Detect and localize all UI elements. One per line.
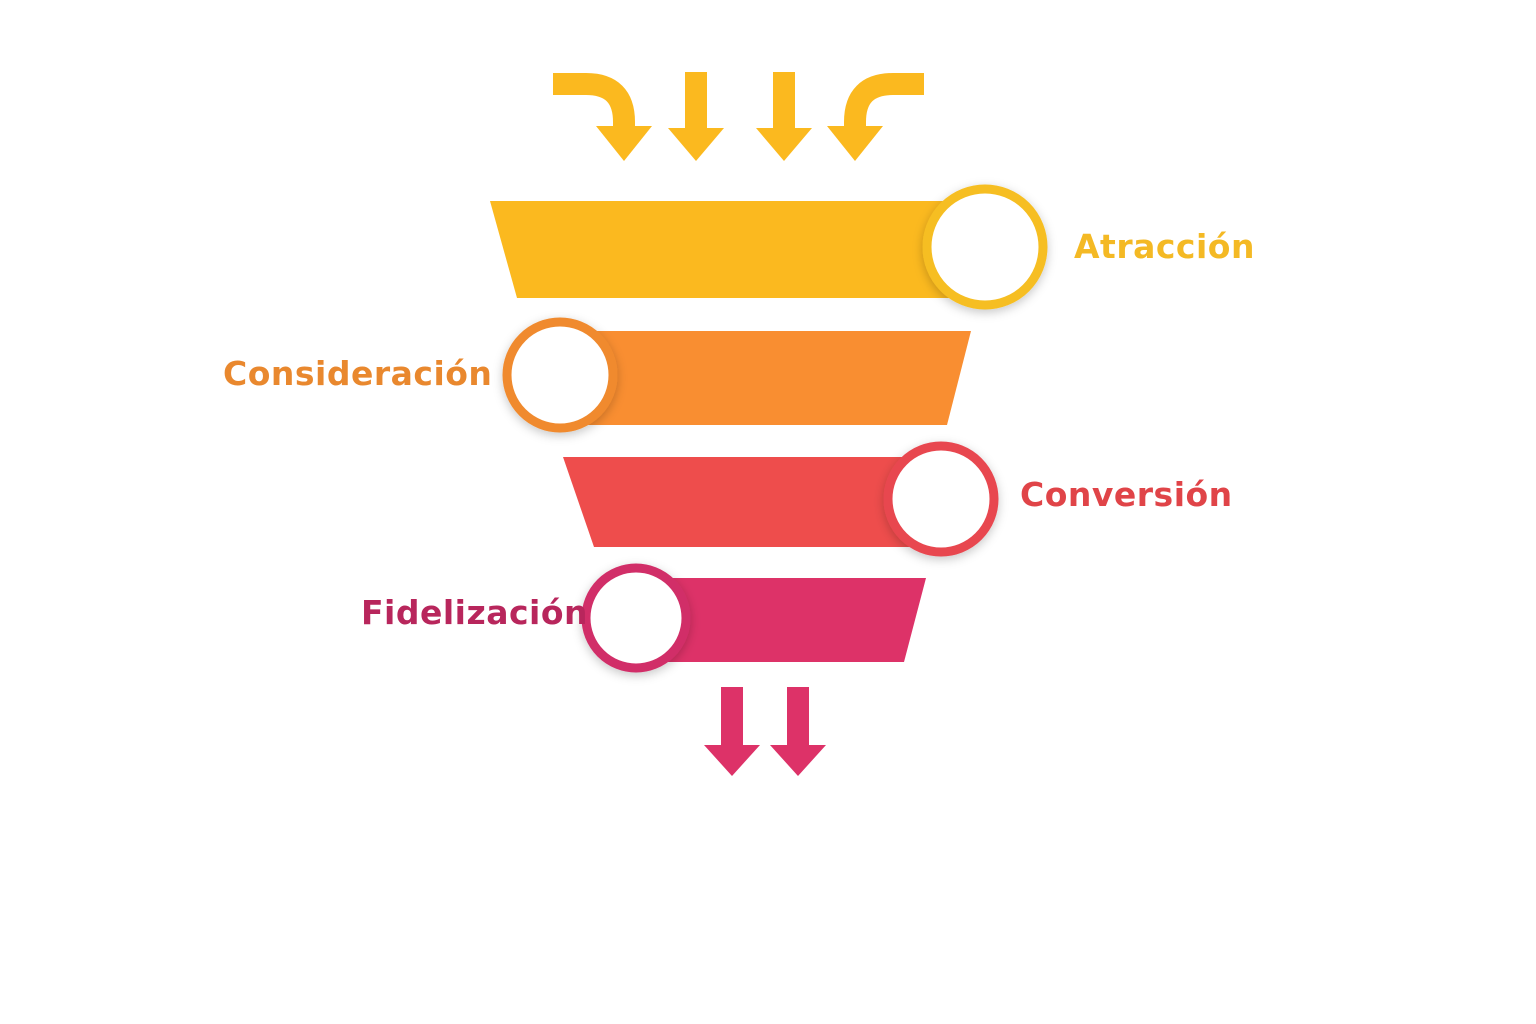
input-arrows — [553, 72, 924, 161]
curved-arrow-down-icon — [553, 73, 652, 161]
stage-label-conversion: Conversión — [1020, 475, 1233, 514]
funnel-band-consideracion — [560, 331, 971, 425]
stage-circle-conversion — [883, 441, 999, 557]
funnel-band-atraccion — [490, 201, 985, 298]
output-arrows — [704, 687, 826, 776]
funnel-band-fidelizacion — [636, 578, 926, 662]
arrow-down-icon — [704, 687, 760, 776]
stage-circle-fidelizacion — [581, 563, 691, 673]
arrow-down-icon — [756, 72, 812, 161]
arrow-down-icon — [668, 72, 724, 161]
stage-label-fidelizacion: Fidelización — [361, 593, 588, 632]
stage-circle-atraccion — [922, 184, 1048, 310]
stage-label-consideracion: Consideración — [223, 354, 493, 393]
funnel-band-conversion — [563, 457, 942, 547]
stage-circle-consideracion — [502, 317, 618, 433]
arrow-down-icon — [770, 687, 826, 776]
stage-label-atraccion: Atracción — [1074, 227, 1255, 266]
curved-arrow-down-icon — [827, 73, 924, 161]
